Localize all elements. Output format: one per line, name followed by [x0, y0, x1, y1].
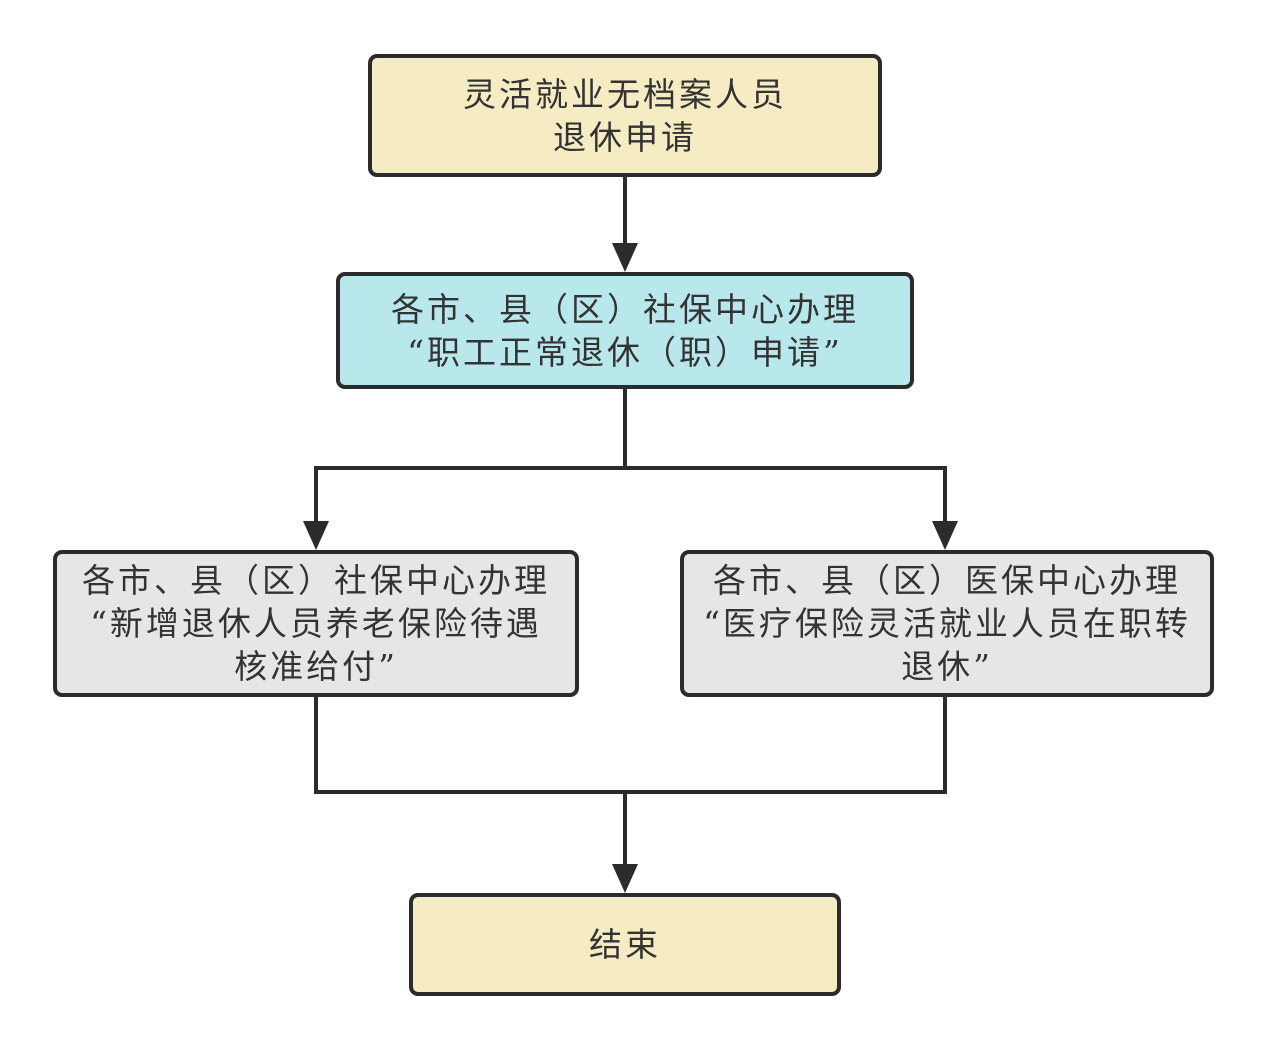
- node-start-line-1: 灵活就业无档案人员: [463, 74, 787, 114]
- node-end-label: 结束: [589, 925, 661, 964]
- node-left-line-3: 核准给付”: [234, 647, 398, 686]
- node-end: 结束: [409, 893, 841, 996]
- node-left-line-2: “新增退休人员养老保险待遇: [90, 604, 542, 643]
- node-left-line-1: 各市、县（区）社保中心办理: [82, 561, 550, 600]
- node-social-security-normal-retirement: 各市、县（区）社保中心办理 “职工正常退休（职）申请”: [336, 272, 914, 389]
- arrowhead-center: [612, 243, 638, 272]
- branch-split-line: [314, 466, 947, 522]
- arrowhead-end: [612, 864, 638, 893]
- node-pension-benefit-approval: 各市、县（区）社保中心办理 “新增退休人员养老保险待遇 核准给付”: [53, 550, 579, 697]
- arrowhead-left: [303, 521, 329, 550]
- node-center-line-1: 各市、县（区）社保中心办理: [391, 289, 859, 329]
- node-start-line-2: 退休申请: [553, 117, 697, 157]
- node-right-line-3: 退休”: [901, 647, 993, 686]
- node-right-line-1: 各市、县（区）医保中心办理: [713, 561, 1181, 600]
- node-medical-insurance-transfer: 各市、县（区）医保中心办理 “医疗保险灵活就业人员在职转 退休”: [680, 550, 1214, 697]
- node-start-retirement-application: 灵活就业无档案人员 退休申请: [368, 54, 882, 177]
- node-right-line-2: “医疗保险灵活就业人员在职转: [703, 604, 1191, 643]
- branch-merge-line: [314, 697, 947, 794]
- node-center-line-2: “职工正常退休（职）申请”: [407, 332, 843, 372]
- arrowhead-right: [932, 521, 958, 550]
